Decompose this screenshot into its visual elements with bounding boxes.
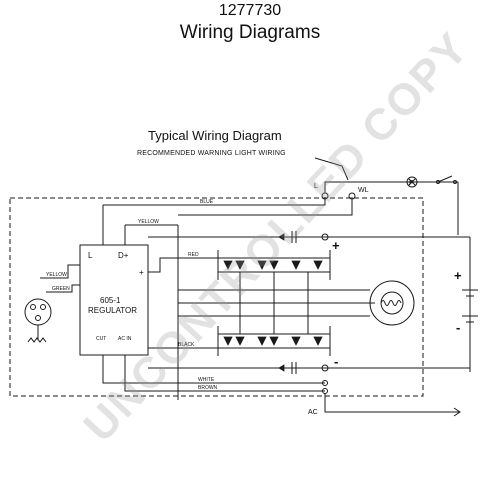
diode-neg-6 (313, 336, 323, 346)
page-title: Wiring Diagrams (179, 22, 321, 43)
terminal-white (322, 380, 328, 386)
wire-brown-line (124, 355, 325, 392)
reg-term-ac-in: AC IN (118, 336, 132, 342)
terminal-wl (348, 192, 356, 200)
sym-minus: - (334, 354, 338, 369)
part-number: 1277730 (218, 2, 282, 19)
wire-white-line (102, 355, 325, 384)
wire-brown: BROWN (198, 385, 218, 391)
ac-arrow (453, 407, 461, 417)
wire-yellow-left: YELLOW (46, 272, 67, 278)
capacitor-bottom-arrow (278, 364, 285, 372)
wire-blue-line (103, 197, 326, 206)
wire-ac-line (324, 394, 460, 413)
stator-winding (380, 300, 402, 306)
terminal-positive (321, 233, 329, 241)
sensor-pin-2 (40, 304, 46, 310)
diode-pos-6 (313, 260, 323, 270)
diode-neg-5 (291, 336, 301, 346)
terminal-negative (321, 364, 329, 372)
lamp-f-label: F (409, 180, 413, 187)
diode-neg-2 (235, 336, 245, 346)
alternator-housing (9, 197, 424, 397)
sensor-pin-3 (35, 315, 41, 321)
term-l: L (314, 183, 318, 190)
stator-coil (369, 280, 415, 326)
wire-yellow-left-line (40, 264, 80, 279)
capacitor-top-arrow (278, 233, 285, 241)
reg-term-plus: + (139, 268, 144, 277)
wire-green-left-line (46, 284, 80, 293)
ignition-switch (437, 175, 453, 183)
terminal-brown (322, 388, 328, 394)
wire-white: WHITE (198, 377, 215, 383)
switch-contact-1 (436, 180, 440, 184)
diode-pos-2 (235, 260, 245, 270)
regulator-box (79, 244, 149, 356)
sym-plus: + (332, 238, 340, 253)
term-ac: AC (308, 409, 318, 416)
diagram-subtitle: RECOMMENDED WARNING LIGHT WIRING (137, 150, 286, 157)
switch-contact-2 (453, 180, 457, 184)
sensor-pin-1 (30, 304, 36, 310)
diagram-title: Typical Wiring Diagram (148, 128, 282, 143)
external-warning-line (324, 181, 458, 193)
lamp-cross-2 (408, 178, 416, 186)
diode-pos-3 (257, 260, 267, 270)
diode-neg-3 (257, 336, 267, 346)
diode-neg-4 (269, 336, 279, 346)
stator-inner (380, 291, 404, 315)
battery-minus: - (456, 320, 460, 335)
wire-yellow: YELLOW (138, 219, 159, 225)
sensor-plug (24, 298, 52, 326)
sensor-resistor (27, 337, 47, 343)
wire-green-left: GREEN (52, 286, 70, 292)
diode-pos-5 (291, 260, 301, 270)
term-wl: WL (358, 187, 369, 194)
diode-neg-1 (223, 336, 233, 346)
reg-term-cut: CUT (96, 336, 106, 342)
reg-term-l: L (88, 251, 93, 260)
battery-plus: + (454, 268, 462, 283)
regulator-label-1: 605-1 (100, 296, 121, 305)
wire-red-line (148, 257, 218, 273)
diode-pos-1 (223, 260, 233, 270)
warning-wiring-leader (314, 157, 349, 181)
warning-lamp (406, 176, 418, 188)
regulator-label-2: REGULATOR (88, 306, 137, 315)
reg-term-dplus: D+ (118, 251, 129, 260)
wire-red: RED (188, 252, 199, 258)
wire-black: BLACK (178, 342, 195, 348)
wire-blue: BLUE (200, 199, 214, 205)
wire-wl-line (178, 197, 353, 216)
diode-pos-4 (269, 260, 279, 270)
